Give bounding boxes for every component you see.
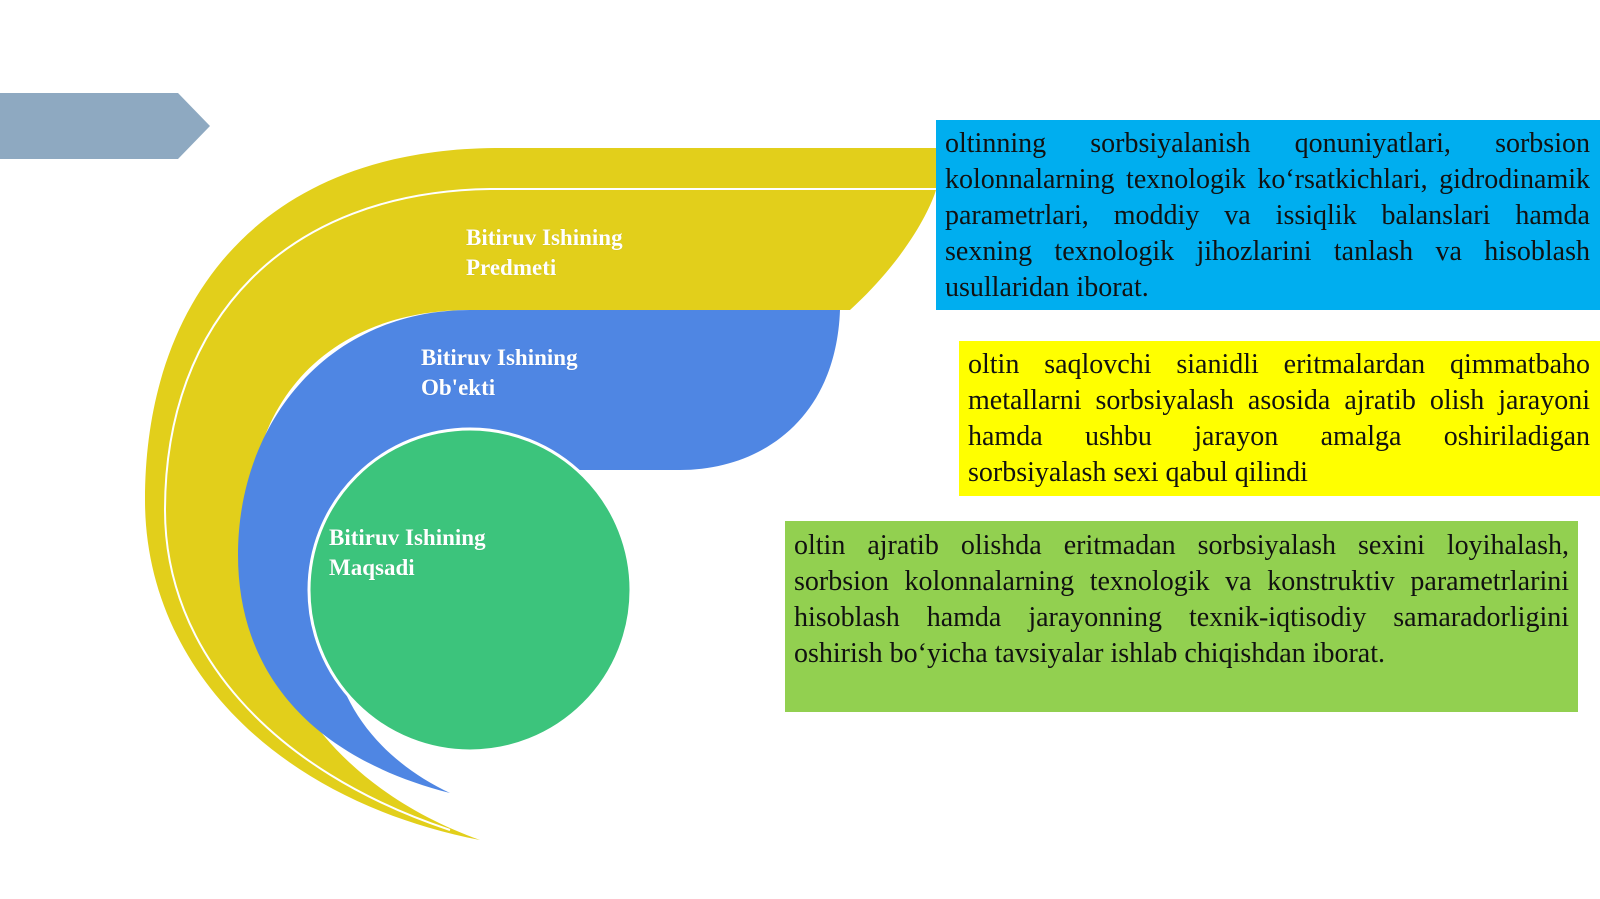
predmet-arc-highlight — [163, 188, 936, 831]
maqsad-box-bg — [785, 521, 1578, 712]
obekt-label-line2: Ob'ekti — [421, 375, 496, 400]
maqsad-description-text: oltin ajratib olishda eritmadan sorbsiya… — [794, 530, 1569, 669]
obekt-box-bg — [959, 341, 1600, 496]
obekt-description-text: oltin saqlovchi sianidli eritmalardan qi… — [968, 349, 1590, 488]
header-arrow-shape — [0, 93, 210, 159]
predmet-box-bg — [936, 120, 1600, 310]
maqsad-label-line2: Maqsadi — [329, 555, 415, 580]
obekt-shape — [238, 310, 840, 793]
predmet-arc-outer — [145, 148, 936, 840]
predmet-description-text: oltinning sorbsiyalanish qonuniyatlari, … — [945, 128, 1590, 303]
obekt-label: Bitiruv Ishining Ob'ekti — [421, 343, 578, 403]
predmet-description-box: oltinning sorbsiyalanish qonuniyatlari, … — [936, 120, 1600, 310]
predmet-label: Bitiruv Ishining Predmeti — [466, 223, 623, 283]
maqsad-label: Bitiruv Ishining Maqsadi — [329, 523, 486, 583]
predmet-label-line2: Predmeti — [466, 255, 557, 280]
obekt-description-box: oltin saqlovchi sianidli eritmalardan qi… — [959, 341, 1600, 496]
maqsad-circle — [307, 427, 633, 753]
obekt-label-line1: Bitiruv Ishining — [421, 345, 578, 370]
maqsad-description-box: oltin ajratib olishda eritmadan sorbsiya… — [785, 521, 1578, 712]
maqsad-label-line1: Bitiruv Ishining — [329, 525, 486, 550]
predmet-label-line1: Bitiruv Ishining — [466, 225, 623, 250]
